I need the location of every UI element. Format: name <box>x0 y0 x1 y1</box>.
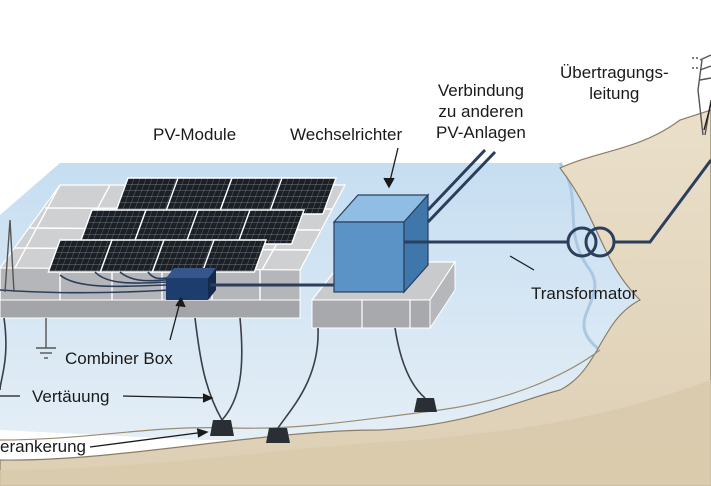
label-pv-module: PV-Module <box>153 125 237 144</box>
anchor-blocks <box>210 398 437 443</box>
ground-lower-layer <box>0 380 711 486</box>
lakebed-line <box>0 349 601 441</box>
inverter-box <box>332 193 430 294</box>
label-transformator: Transformator <box>531 284 638 303</box>
connection-cables <box>426 148 497 224</box>
label-wechselrichter: Wechselrichter <box>290 125 403 144</box>
combiner-box <box>166 268 216 300</box>
label-vertaeuung: Vertäuung <box>32 387 110 406</box>
label-verankerung: erankerung <box>0 437 87 456</box>
label-verbindung: Verbindung zu anderen PV-Anlagen <box>436 81 526 142</box>
water-edge-wave <box>558 162 601 352</box>
label-uebertragung: Übertragungs- leitung <box>560 63 669 103</box>
pv-panel-array <box>47 177 338 273</box>
callout-arrows <box>0 101 711 448</box>
transmission-cable <box>614 159 711 244</box>
mooring-lines <box>0 317 426 429</box>
left-pole <box>4 219 15 293</box>
ground-symbol <box>36 318 56 359</box>
label-combiner-box: Combiner Box <box>65 349 173 368</box>
